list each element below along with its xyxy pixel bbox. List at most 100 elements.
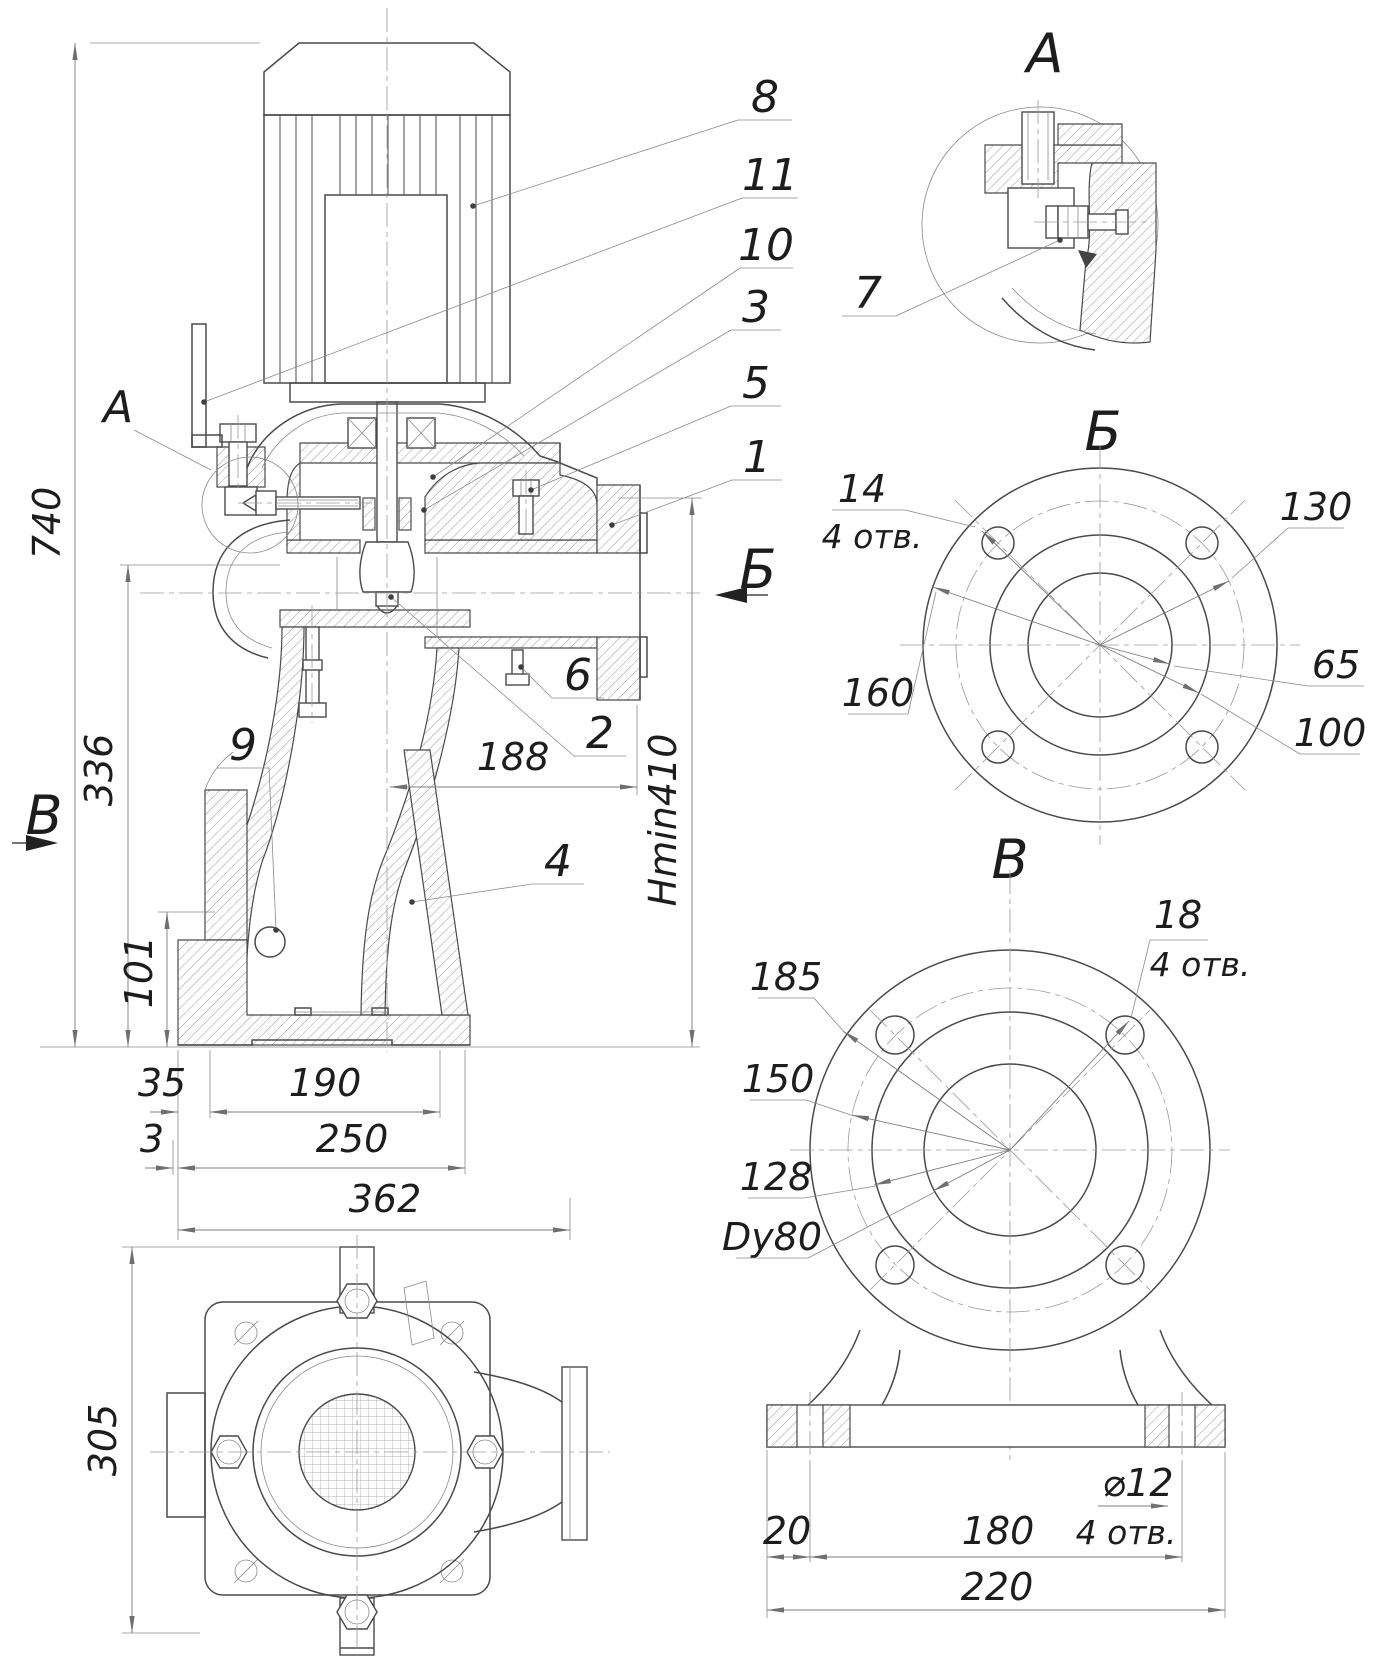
bolt-hole	[875, 1245, 915, 1285]
motor-support-bracket	[191, 323, 223, 448]
callout-1-label: 1	[743, 432, 771, 483]
dim-150: 150	[742, 1057, 815, 1101]
callout-1: 1	[609, 432, 782, 528]
drain-hole	[254, 926, 286, 958]
cover-band-right	[424, 539, 598, 554]
adjusting-screw	[241, 490, 361, 516]
bearing-left	[347, 417, 377, 449]
part-callouts: 8 11 10 3 5 1 6 2	[100, 72, 798, 933]
volute-left-wall	[212, 519, 291, 659]
bolt-hole	[875, 1015, 915, 1055]
bolt-hole	[1105, 1245, 1145, 1285]
callout-9-label: 9	[229, 720, 257, 771]
detail-a-ref-label: А	[100, 382, 133, 433]
callout-4: 4	[409, 836, 584, 905]
callout-7: 7	[842, 237, 1063, 319]
dim-188: 188	[477, 735, 550, 779]
dim-740: 740	[25, 487, 69, 560]
callout-5: 5	[528, 358, 781, 493]
side-flange	[561, 1366, 588, 1541]
dim-101: 101	[117, 936, 161, 1009]
lantern-dome-inner	[261, 412, 525, 469]
dim-160: 160	[842, 671, 915, 715]
seal-wedge	[1078, 250, 1097, 268]
callout-3-label: 3	[742, 282, 770, 333]
view-v-dims: 185 150 128 Dy80 18 4 отв. 20 180 4 отв.…	[722, 893, 1250, 1609]
callout-2-label: 2	[586, 708, 614, 759]
dim-128: 128	[740, 1155, 813, 1199]
dim-18-note: 4 отв.	[1150, 945, 1251, 984]
motor-flange	[289, 382, 486, 403]
dim-d12: ⌀12	[1102, 1461, 1173, 1505]
dim-220: 220	[961, 1565, 1034, 1609]
view-v-extensions	[766, 1450, 1226, 1618]
centerlines	[140, 8, 700, 1052]
discharge-tab	[403, 1280, 435, 1346]
volute-top-right	[424, 462, 598, 541]
side-plate	[166, 1392, 206, 1518]
dim-130: 130	[1280, 485, 1353, 529]
callout-5-label: 5	[742, 358, 770, 409]
flange-stud-bolt	[298, 626, 327, 718]
callout-9: 9	[217, 720, 279, 933]
motor-terminal-box	[324, 194, 448, 384]
lantern-dome	[246, 403, 559, 469]
dim-250: 250	[316, 1117, 389, 1161]
callout-3: 3	[421, 282, 781, 513]
base-slab-section	[177, 939, 471, 1046]
callout-7-label: 7	[854, 268, 882, 319]
detail-a-title: А	[1024, 22, 1064, 85]
extension-lines	[40, 42, 702, 1240]
detail-a-view: А 7	[842, 22, 1159, 351]
dimension-texts: 740 336 101 35 190 3 250 362 188 Hmin410	[25, 487, 685, 1221]
hatched-sections	[177, 442, 641, 1046]
cover-to-flange	[559, 462, 598, 485]
pedestal-column-section	[204, 789, 248, 941]
view-b-flange: Б 14 4 отв. 160 130 65 100	[822, 400, 1367, 845]
dim-hmin410: Hmin410	[641, 734, 685, 907]
bolt-hole	[981, 730, 1015, 764]
dim-185: 185	[750, 955, 823, 999]
dim-3: 3	[140, 1117, 164, 1161]
detail-a-reference: А	[100, 382, 212, 471]
callout-8: 8	[470, 72, 792, 209]
callout-8-label: 8	[751, 72, 779, 123]
pedestal-legs	[807, 1329, 1213, 1406]
split-flange-band	[279, 609, 471, 628]
dim-65: 65	[1312, 643, 1360, 687]
view-b-title: Б	[1084, 400, 1121, 463]
callout-10: 10	[430, 220, 794, 480]
dim-14-note: 4 отв.	[822, 517, 923, 556]
top-view: 305	[81, 1235, 610, 1656]
view-b-radial-arrows	[932, 530, 1230, 694]
callout-6-label: 6	[564, 650, 592, 701]
drain-stud	[505, 649, 530, 686]
main-section-view: 740 336 101 35 190 3 250 362 188 Hmin410…	[12, 8, 798, 1240]
dim-362: 362	[349, 1177, 422, 1221]
callout-11-label: 11	[742, 150, 798, 201]
callout-6: 6	[518, 650, 604, 701]
discharge-flange-lower	[596, 636, 641, 701]
seal-packing-left	[362, 497, 376, 531]
dim-190: 190	[289, 1061, 362, 1105]
pipe-bottom-wall	[424, 636, 598, 649]
volute-left-wall-inner	[225, 531, 291, 649]
dim-20: 20	[763, 1509, 811, 1553]
callout-2: 2	[388, 594, 626, 759]
dim-305: 305	[81, 1404, 125, 1477]
dim-305-group: 305	[81, 1246, 340, 1634]
motor-fins	[279, 115, 493, 383]
dim-35: 35	[138, 1061, 186, 1105]
section-arrow-v: В	[12, 784, 63, 851]
dimension-lines	[72, 43, 695, 1233]
detail-a-boundary	[921, 106, 1159, 344]
section-arrow-b: Б	[715, 538, 777, 603]
dim-336: 336	[77, 734, 121, 807]
detail-a-indicator-circle	[201, 456, 299, 554]
dim-100: 100	[1294, 711, 1367, 755]
callout-11: 11	[201, 150, 798, 405]
cover-band-left	[286, 539, 361, 554]
bolt-hole	[1185, 730, 1219, 764]
